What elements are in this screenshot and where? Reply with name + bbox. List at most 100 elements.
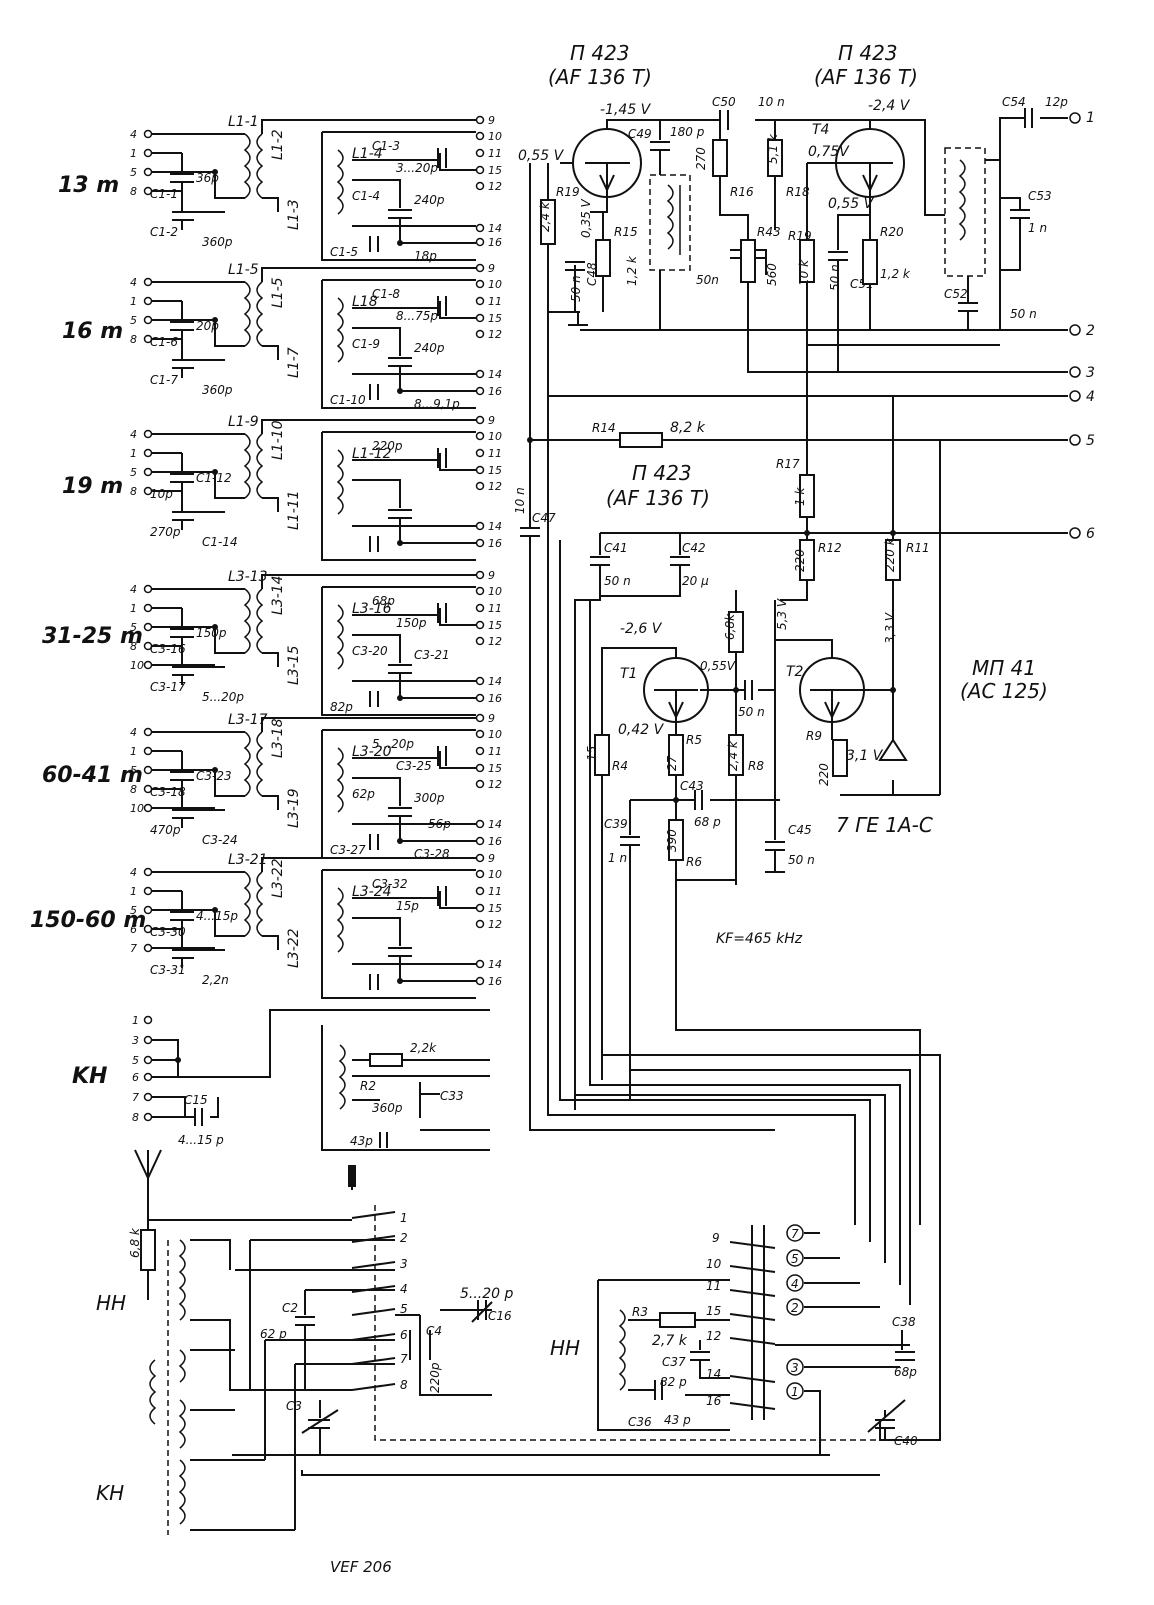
coil-label: L1-10 (270, 420, 286, 460)
terminal-pin-label: 10 (488, 728, 502, 741)
terminal-pin (475, 329, 485, 339)
c54-label: C54 (1002, 95, 1026, 109)
r18-label: R18 (786, 185, 810, 199)
coil-label: L3-22 (286, 928, 302, 968)
coil-label: L1-5 (228, 262, 259, 278)
out-pin-6: 6 (1086, 526, 1095, 542)
component-label: 20p (196, 319, 219, 333)
c4-value: 220p (428, 1362, 442, 1393)
sw-left-7: 7 (400, 1352, 408, 1366)
component-label: C3-25 (396, 759, 432, 773)
sw-right-12: 12 (706, 1329, 721, 1343)
t4-label: T4 (812, 122, 829, 138)
band-kh: KH (72, 1064, 107, 1089)
terminal-pin (475, 369, 485, 379)
terminal-pin-label: 10 (488, 278, 502, 291)
kh-r2-resistor (369, 1053, 403, 1067)
coil-label: L3-15 (286, 645, 302, 685)
terminal-pin (475, 636, 485, 646)
terminal-pin-label: 11 (488, 295, 502, 308)
r14-label: R14 (592, 421, 616, 435)
terminal-pin (475, 676, 485, 686)
junction-dot (397, 695, 403, 701)
sw-left-5: 5 (400, 1302, 408, 1316)
r11-label: R11 (906, 541, 930, 555)
terminal-pin (475, 131, 485, 141)
input-pin (143, 622, 153, 632)
terminal-pin-label: 10 (488, 130, 502, 143)
t-right-alt: (AF 136 T) (814, 65, 918, 89)
input-pin (143, 584, 153, 594)
terminal-pin (475, 959, 485, 969)
r15-value: 1,2 k (625, 255, 639, 286)
tuned-frame (321, 869, 476, 999)
coil-secondary (256, 281, 264, 347)
c50-value: 10 n (758, 95, 785, 109)
v-t2-base: 3,3 V (883, 612, 897, 644)
terminal-pin (475, 976, 485, 986)
trim-cap (437, 886, 447, 906)
terminal-pin-label: 14 (488, 675, 502, 688)
input-pin (143, 186, 153, 196)
coil-label: L1-1 (228, 114, 259, 130)
terminal-pin (475, 693, 485, 703)
tuned-coil (336, 887, 344, 953)
component-label: 62p (352, 787, 375, 801)
c50-label: C50 (712, 95, 736, 109)
v-t3-collector: -1,45 V (600, 102, 652, 118)
component-label: 150p (396, 616, 427, 630)
input-pin (143, 924, 153, 934)
footer-label: VEF 206 (330, 1558, 392, 1576)
terminal-pin-label: 12 (488, 180, 502, 193)
terminal-pin-label: 9 (488, 114, 495, 127)
t-right-type: П 423 (838, 41, 898, 65)
junction-dot (397, 838, 403, 844)
terminal-pin-label: 12 (488, 328, 502, 341)
junction-dot (212, 469, 218, 475)
c38-label: C38 (892, 1315, 916, 1329)
terminal-pin-label: 12 (488, 918, 502, 931)
kh-pin: 7 (132, 1091, 139, 1104)
input-pin (143, 334, 153, 344)
input-pin (143, 315, 153, 325)
component-label: C3-18 (150, 785, 186, 799)
coil-secondary (256, 731, 264, 797)
input-pin-label: 5 (130, 314, 137, 327)
v-t4-collector: -2,4 V (868, 98, 911, 114)
c52-label: C52 (944, 287, 968, 301)
sw-left-4: 4 (400, 1282, 408, 1296)
terminal-pin-label: 15 (488, 619, 502, 632)
coil-label: L1-3 (286, 199, 302, 230)
r15-label: R15 (614, 225, 638, 239)
input-pin (143, 746, 153, 756)
terminal-pin (475, 465, 485, 475)
c36-value: 43 p (664, 1413, 691, 1427)
circled-3: 3 (791, 1361, 799, 1375)
switch-shaft[interactable] (348, 1165, 356, 1187)
coil-primary (243, 281, 251, 347)
terminal-pin-label: 14 (488, 520, 502, 533)
kh-pin: 3 (132, 1034, 139, 1047)
c43-value: 68 p (694, 815, 721, 829)
junction-dot (212, 317, 218, 323)
kh-cap-label: C15 (184, 1093, 208, 1107)
input-pin (143, 727, 153, 737)
input-pin (143, 603, 153, 613)
coil-label: L3-14 (270, 575, 286, 615)
terminal-pin (475, 746, 485, 756)
terminal-pin-label: 11 (488, 745, 502, 758)
junction-dot (397, 388, 403, 394)
component-label: 240p (414, 341, 445, 355)
terminal-pin-label: 14 (488, 818, 502, 831)
out-pin-2: 2 (1086, 323, 1095, 339)
r12-label: R12 (818, 541, 842, 555)
component-label: C1-12 (196, 471, 232, 485)
circled-4: 4 (791, 1277, 799, 1291)
component-label: 8...9,1p (414, 397, 460, 411)
terminal-pin (475, 819, 485, 829)
terminal-pin (475, 836, 485, 846)
cap-bottom (172, 809, 194, 828)
v-t4-base: 0,75V (808, 144, 850, 160)
terminal-pin-label: 9 (488, 852, 495, 865)
